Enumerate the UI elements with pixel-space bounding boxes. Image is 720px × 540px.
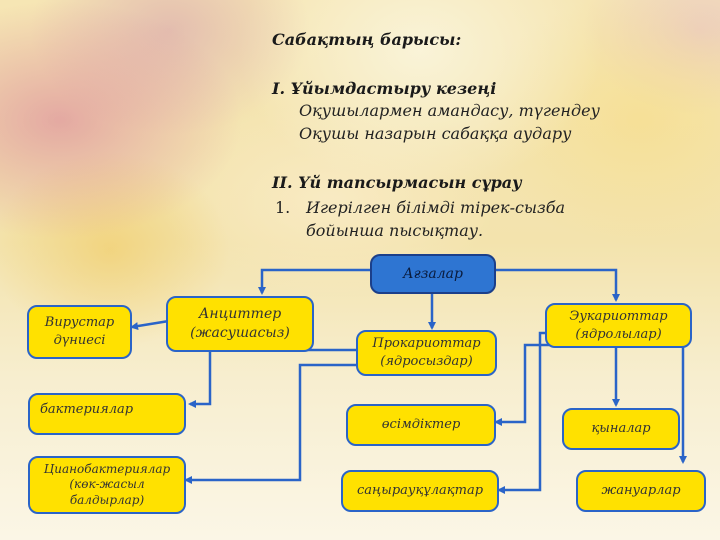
lesson-title: Сабақтың барысы: xyxy=(272,30,462,49)
prokaryotes-line-2: (ядросыздар) xyxy=(380,354,473,369)
eukaryotes-line-1: Эукариоттар xyxy=(569,308,668,324)
box-viruses: Вирустар дүниесі xyxy=(27,305,132,359)
cyanobacteria-line-3: балдырлар) xyxy=(69,492,145,507)
section2-item-line-2: бойынша пысықтау. xyxy=(306,221,484,240)
section1-line-1: Оқушылармен амандасу, түгендеу xyxy=(299,101,600,120)
box-eukaryotes: Эукариоттар (ядролылар) xyxy=(545,303,692,348)
viruses-line-1: Вирустар xyxy=(44,315,115,331)
arrow-prokaryotes-to-bacteria xyxy=(188,348,356,408)
box-plants: өсімдіктер xyxy=(346,404,496,446)
fungi-label: қыналар xyxy=(591,421,651,437)
cyanobacteria-line-2: (көк-жасыл xyxy=(69,477,145,492)
arrow-eukaryotes-to-mushrooms xyxy=(497,331,548,494)
box-mushrooms: саңырауқұлақтар xyxy=(341,470,499,512)
bacteria-label: бактериялар xyxy=(40,402,134,417)
box-bacteria: бактериялар xyxy=(28,393,186,435)
root-box-organisms: Ағзалар xyxy=(370,254,496,294)
box-animals: жануарлар xyxy=(576,470,706,512)
mushrooms-label: саңырауқұлақтар xyxy=(356,483,484,499)
section1-heading: I. Ұйымдастыру кезеңі xyxy=(272,79,497,98)
box-noncellular: Анциттер (жасушасыз) xyxy=(166,296,314,352)
section1-line-2: Оқушы назарын сабаққа аудару xyxy=(299,124,572,143)
noncellular-line-1: Анциттер xyxy=(198,306,282,323)
arrow-eukaryotes-to-plants xyxy=(494,343,560,426)
section2-item-line-1: Игерілген білімді тірек-сызба xyxy=(306,198,566,217)
box-cyanobacteria: Цианобактериялар (көк-жасыл балдырлар) xyxy=(28,456,186,514)
box-fungi: қыналар xyxy=(562,408,680,450)
plants-label: өсімдіктер xyxy=(381,417,461,433)
cyanobacteria-line-1: Цианобактериялар xyxy=(43,461,171,476)
arrow-root-to-noncellular xyxy=(258,268,370,295)
root-label: Ағзалар xyxy=(403,265,463,282)
eukaryotes-line-2: (ядролылар) xyxy=(575,326,662,342)
viruses-line-2: дүниесі xyxy=(53,333,106,348)
noncellular-line-2: (жасушасыз) xyxy=(190,325,290,341)
box-prokaryotes: Прокариоттар (ядросыздар) xyxy=(356,330,497,376)
prokaryotes-line-1: Прокариоттар xyxy=(372,336,481,352)
arrow-prokaryotes-to-cyanobacteria xyxy=(184,363,356,484)
section2-heading: II. Үй тапсырмасын сұрау xyxy=(272,173,522,192)
animals-label: жануарлар xyxy=(601,483,681,499)
section2-item-number: 1. xyxy=(275,198,291,217)
arrow-root-to-eukaryotes xyxy=(496,268,620,302)
